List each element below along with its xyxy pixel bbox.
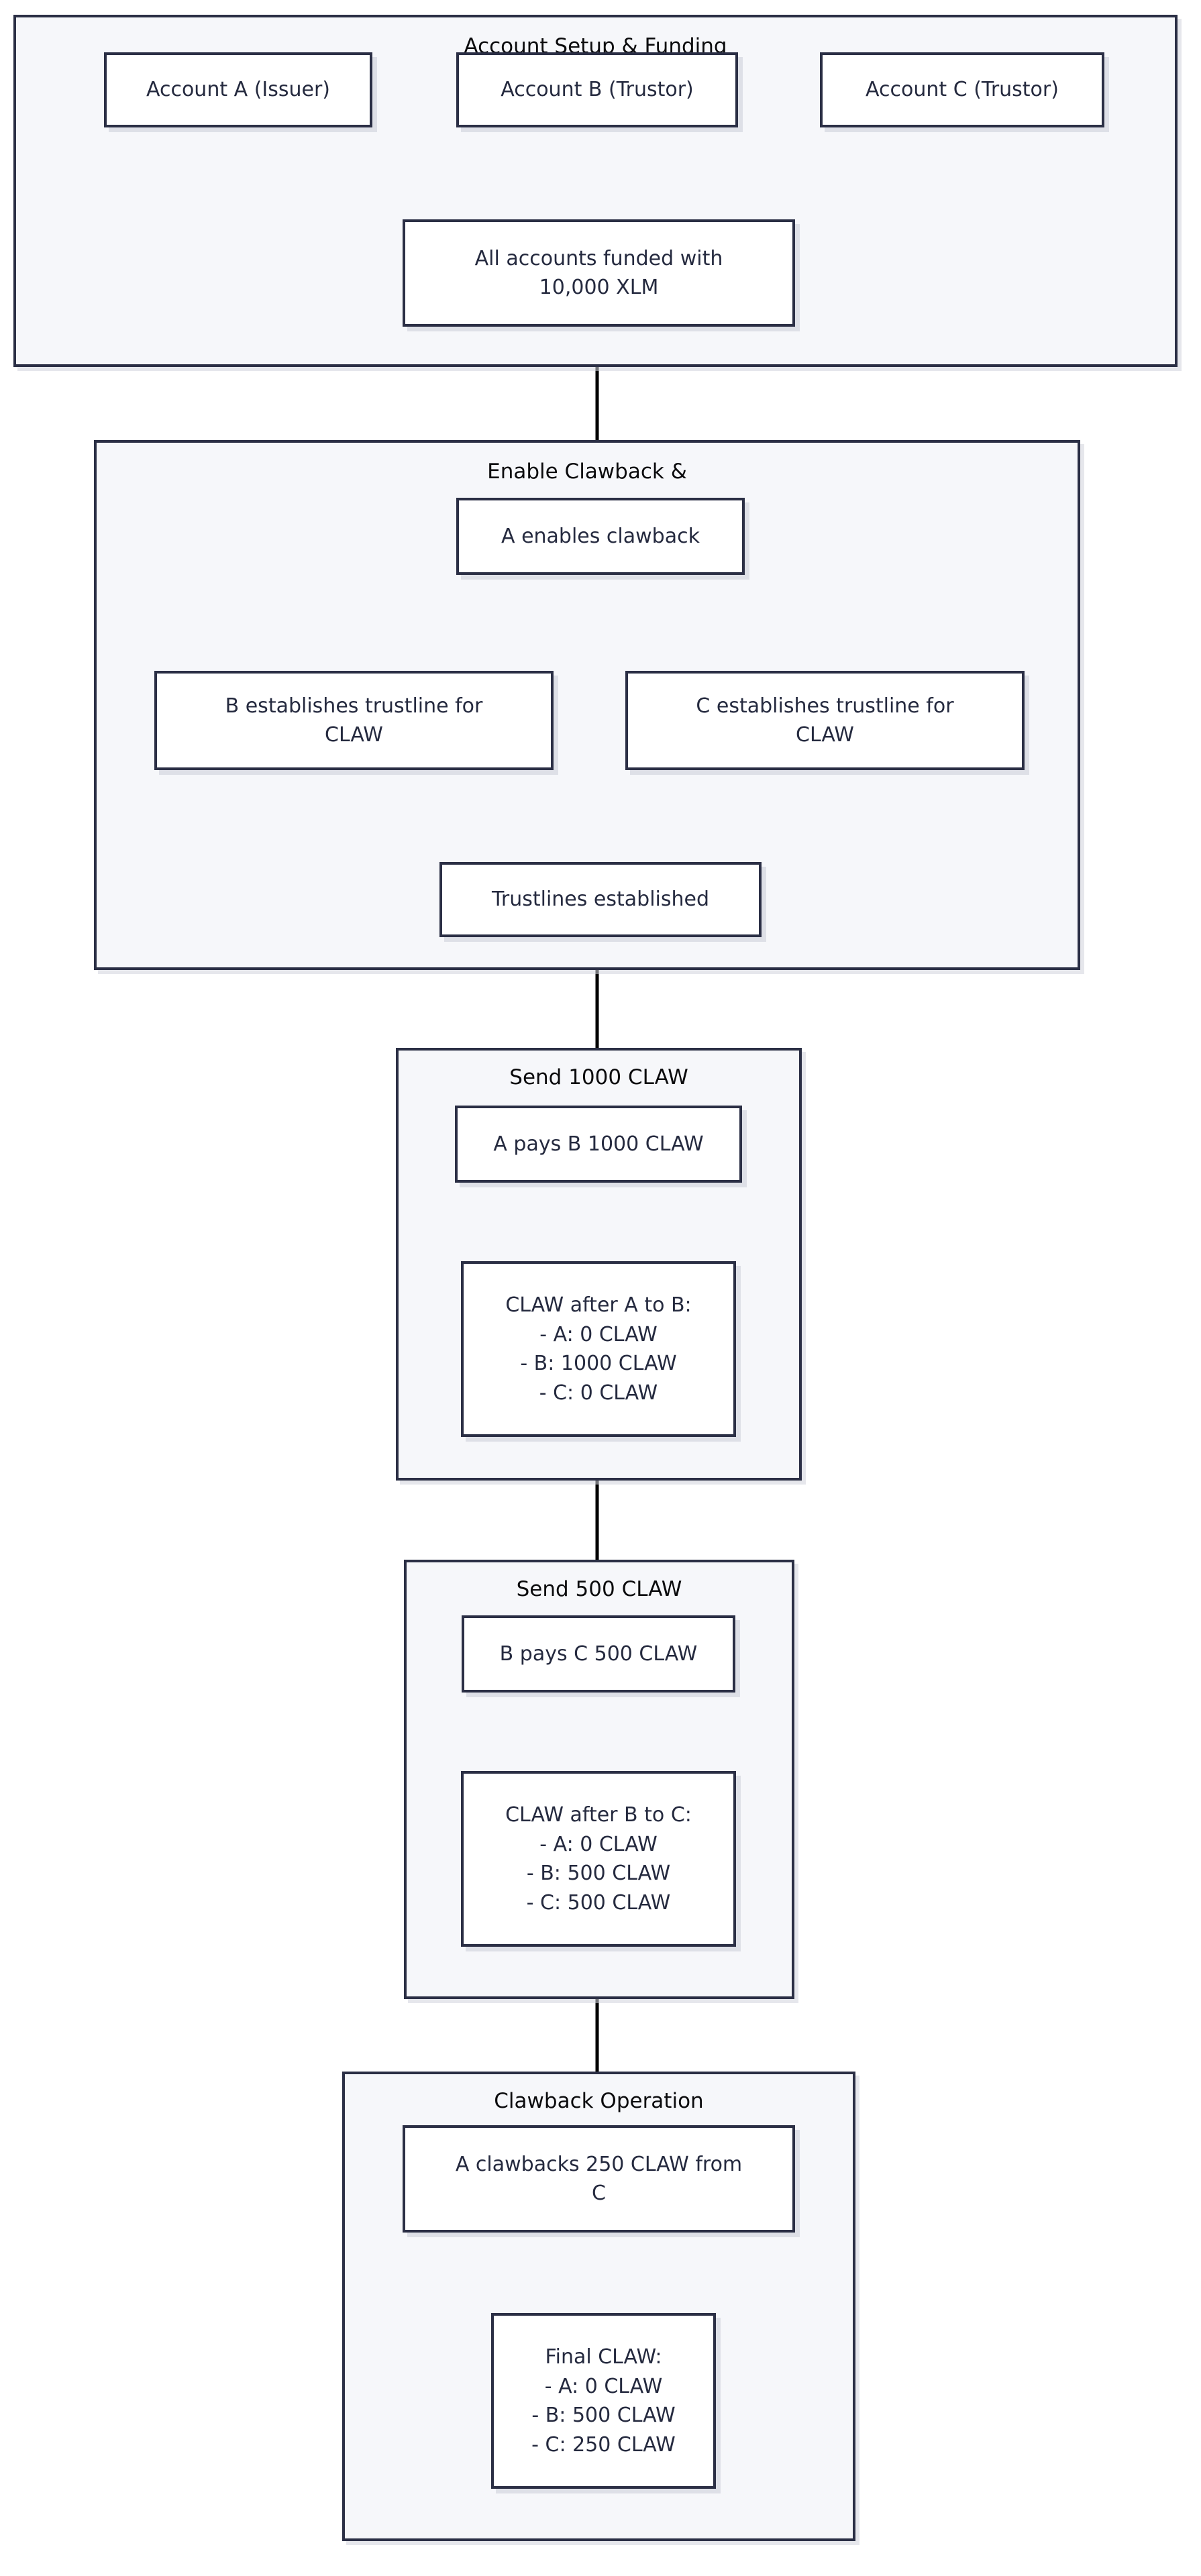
node-account-b[interactable]: Account B (Trustor) xyxy=(456,52,738,127)
subgraph-title-enable-clawback: Enable Clawback & xyxy=(487,460,687,484)
node-a-enables-clawback[interactable]: A enables clawback xyxy=(456,498,745,575)
node-a-enables-clawback-label: A enables clawback xyxy=(501,524,700,548)
node-final-balance[interactable]: Final CLAW: - A: 0 CLAW - B: 500 CLAW - … xyxy=(491,2313,716,2489)
node-final-balance-label: Final CLAW: - A: 0 CLAW - B: 500 CLAW - … xyxy=(531,2345,676,2457)
subgraph-title-clawback-operation: Clawback Operation xyxy=(494,2089,704,2113)
node-a-clawbacks[interactable]: A clawbacks 250 CLAW from C xyxy=(403,2125,795,2233)
node-c-establishes-trustline-label: C establishes trustline for CLAW xyxy=(696,694,954,747)
node-account-c-label: Account C (Trustor) xyxy=(866,78,1059,102)
node-all-accounts-funded[interactable]: All accounts funded with 10,000 XLM xyxy=(403,219,795,327)
node-b-pays-c[interactable]: B pays C 500 CLAW xyxy=(462,1615,735,1693)
node-all-accounts-funded-label: All accounts funded with 10,000 XLM xyxy=(474,246,723,300)
node-balance-after-a-to-b[interactable]: CLAW after A to B: - A: 0 CLAW - B: 1000… xyxy=(461,1261,736,1437)
node-a-pays-b[interactable]: A pays B 1000 CLAW xyxy=(455,1106,742,1183)
node-a-clawbacks-label: A clawbacks 250 CLAW from C xyxy=(455,2152,743,2206)
node-balance-after-b-to-c[interactable]: CLAW after B to C: - A: 0 CLAW - B: 500 … xyxy=(461,1771,736,1947)
subgraph-title-send-500: Send 500 CLAW xyxy=(516,1577,682,1601)
node-trustlines-established[interactable]: Trustlines established xyxy=(439,862,762,937)
node-b-pays-c-label: B pays C 500 CLAW xyxy=(499,1642,698,1666)
node-c-establishes-trustline[interactable]: C establishes trustline for CLAW xyxy=(625,671,1025,770)
node-trustlines-established-label: Trustlines established xyxy=(491,888,710,912)
node-account-a-label: Account A (Issuer) xyxy=(146,78,331,102)
node-balance-after-b-to-c-label: CLAW after B to C: - A: 0 CLAW - B: 500 … xyxy=(505,1803,692,1915)
node-account-a[interactable]: Account A (Issuer) xyxy=(104,52,372,127)
node-a-pays-b-label: A pays B 1000 CLAW xyxy=(493,1132,704,1156)
subgraph-title-send-1000: Send 1000 CLAW xyxy=(509,1065,688,1089)
node-balance-after-a-to-b-label: CLAW after A to B: - A: 0 CLAW - B: 1000… xyxy=(505,1293,692,1405)
node-account-c[interactable]: Account C (Trustor) xyxy=(820,52,1104,127)
node-b-establishes-trustline-label: B establishes trustline for CLAW xyxy=(225,694,483,747)
node-account-b-label: Account B (Trustor) xyxy=(501,78,694,102)
node-b-establishes-trustline[interactable]: B establishes trustline for CLAW xyxy=(154,671,554,770)
